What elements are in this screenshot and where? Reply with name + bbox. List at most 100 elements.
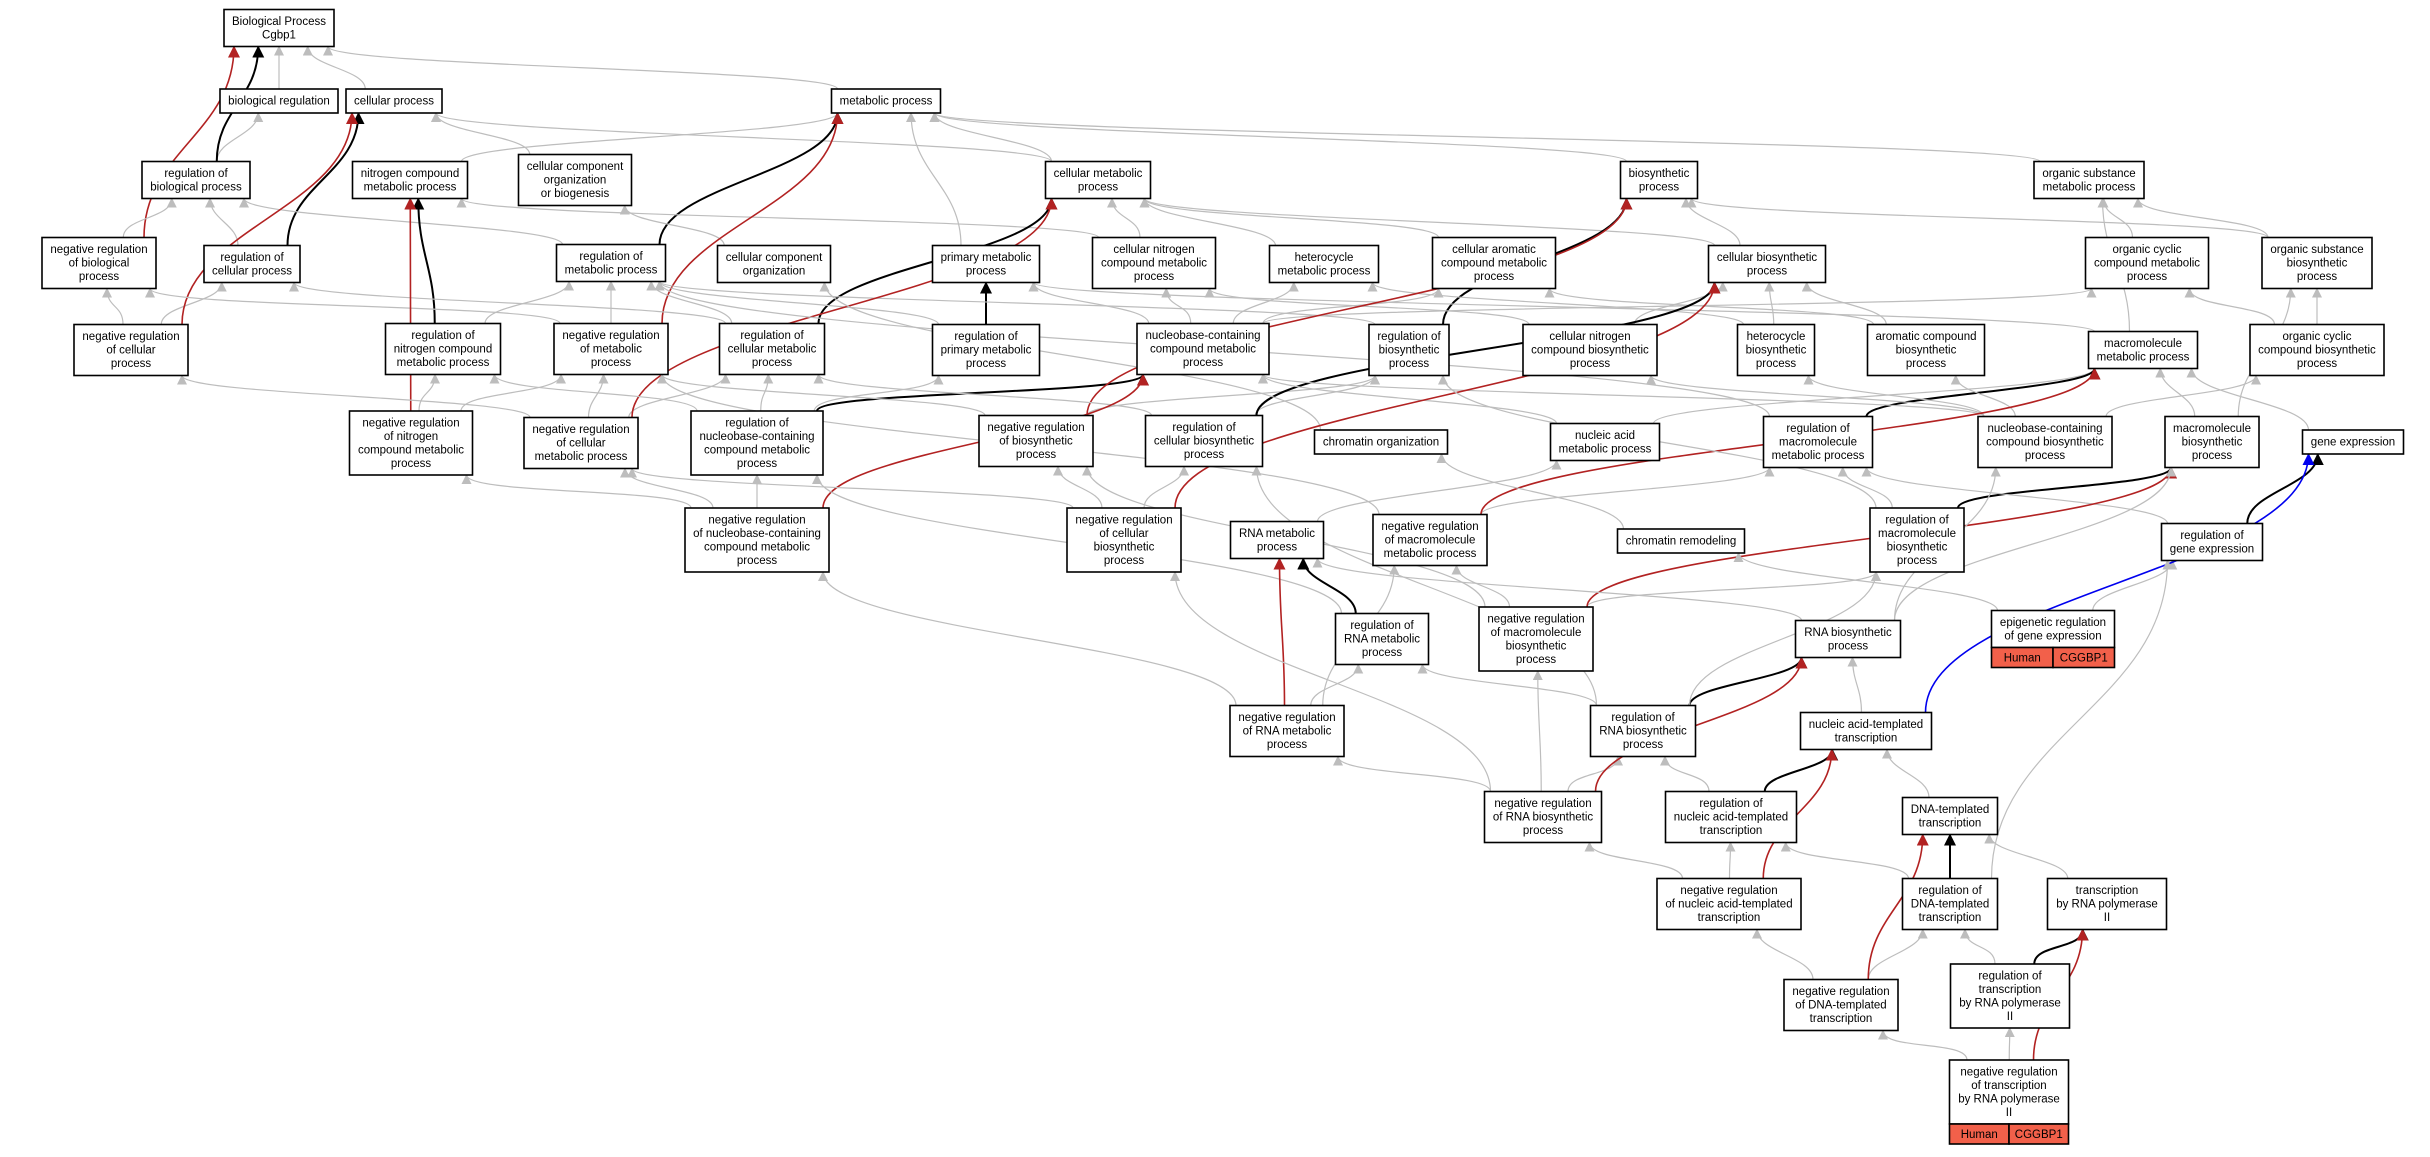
edge-gray: [1310, 663, 1364, 706]
edge-gray: [1882, 748, 1930, 798]
node-label-line: II: [2007, 1011, 2013, 1023]
node-box: [931, 323, 1041, 377]
node-label-line: cellular biosynthetic: [1717, 252, 1818, 264]
node-label-line: negative regulation: [1238, 712, 1335, 724]
node-box: [1372, 513, 1488, 567]
edge-gray: [289, 281, 727, 325]
edge-red: [1594, 656, 1808, 792]
node-label-line: biosynthetic: [1746, 345, 1807, 357]
node-label-line: compound metabolic: [704, 542, 810, 554]
edge-gray: [1733, 552, 1999, 611]
edge-gray: [1333, 755, 1492, 792]
node-label-line: process: [966, 266, 1007, 278]
node-label-line: metabolic process: [1278, 266, 1371, 278]
node-label-line: nitrogen compound: [361, 168, 459, 180]
node-label-line: negative regulation: [82, 331, 179, 343]
node-box: [1229, 520, 1325, 560]
node-box: [1948, 1059, 2070, 1125]
edge-gray: [216, 112, 264, 162]
node-box: [203, 244, 301, 284]
node-box: [716, 244, 832, 284]
edge-red: [1273, 557, 1286, 706]
node-label-line: of transcription: [1971, 1080, 2046, 1092]
node-box: [1589, 704, 1697, 758]
node-box: [2033, 160, 2145, 200]
edge-gray: [654, 280, 1376, 326]
edge-red: [1174, 281, 1721, 509]
go-term-node: heterocycle metabolic process: [1268, 244, 1380, 284]
node-label-line: regulation of: [954, 331, 1018, 343]
node-label-line: negative regulation: [50, 244, 147, 256]
node-label-line: negative regulation: [987, 422, 1084, 434]
edge-red: [404, 197, 417, 412]
node-box: [1762, 415, 1874, 469]
node-label-line: metabolic process: [364, 182, 457, 194]
node-label-line: of biosynthetic: [999, 436, 1073, 448]
edge-gray: [1660, 755, 1710, 792]
edge-black: [1297, 557, 1357, 614]
go-term-node: biological regulation: [219, 88, 339, 114]
node-label-line: regulation of: [1350, 620, 1414, 632]
node-label-line: RNA biosynthetic: [1804, 627, 1892, 639]
node-label-line: process: [2297, 271, 2338, 283]
edge-black: [2246, 453, 2324, 524]
node-label-line: regulation of: [1786, 423, 1850, 435]
node-box: [1866, 323, 1986, 377]
node-box: [978, 414, 1094, 468]
node-box: [555, 243, 667, 283]
node-label-line: II: [2006, 1107, 2012, 1119]
node-box: [1616, 528, 1746, 554]
annotation-cell: [2008, 1123, 2070, 1145]
node-label-line: transcription: [1919, 818, 1982, 830]
node-label-line: compound metabolic: [358, 445, 464, 457]
node-box: [1869, 507, 1965, 573]
edge-black: [658, 112, 844, 245]
edge-gray: [627, 467, 1074, 509]
edge-gray: [819, 281, 1322, 431]
node-label-line: nucleobase-containing: [699, 431, 814, 443]
edge-gray: [1107, 197, 1141, 238]
node-label-line: metabolic process: [2097, 352, 2190, 364]
node-label-line: negative regulation: [1487, 614, 1584, 626]
edge-gray: [102, 287, 124, 325]
node-box: [1901, 796, 1999, 836]
node-label-line: macromolecule: [1878, 528, 1956, 540]
node-label-line: process: [1756, 358, 1797, 370]
node-box: [718, 322, 826, 376]
edge-gray: [1254, 374, 1380, 416]
node-label-line: II: [2104, 912, 2110, 924]
node-label-line: nucleobase-containing: [1987, 423, 2102, 435]
node-label-line: aromatic compound: [1876, 331, 1977, 343]
node-label-line: heterocycle: [1295, 252, 1354, 264]
edge-gray: [1367, 281, 1745, 326]
edge-gray: [813, 374, 944, 412]
node-box: [1483, 790, 1603, 844]
edge-red: [143, 45, 240, 238]
node-label-line: process: [737, 555, 778, 567]
node-label-line: cellular process: [354, 96, 434, 108]
edge-gray: [1232, 281, 1299, 324]
edge-gray: [619, 204, 725, 246]
node-label-line: by RNA polymerase: [1958, 1094, 2060, 1106]
edge-black: [1865, 367, 2101, 417]
node-label-line: regulation of: [1885, 515, 1949, 527]
go-term-node: chromatin organization: [1313, 429, 1449, 455]
node-label-line: biosynthetic: [1629, 168, 1690, 180]
edge-gray: [489, 373, 698, 412]
